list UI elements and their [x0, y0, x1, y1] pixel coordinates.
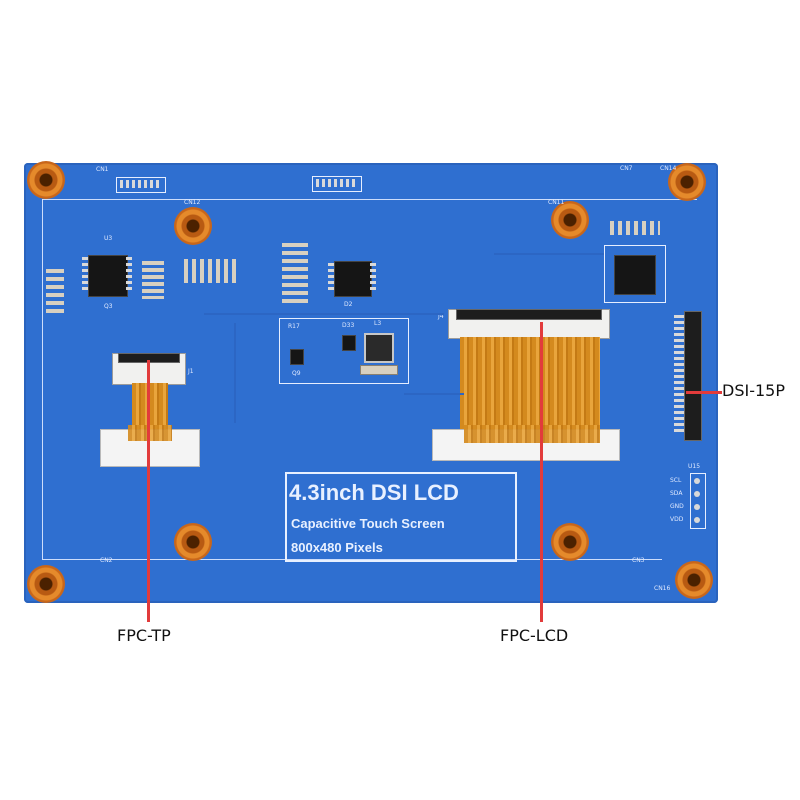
ic-right — [614, 255, 656, 295]
silk-r17: R17 — [288, 323, 300, 330]
silk-q3: Q3 — [104, 303, 113, 310]
fpc-lcd-cable — [460, 337, 600, 437]
standoff-top-right — [668, 163, 706, 201]
pin-label-vdd: VDD — [670, 516, 684, 523]
standoff-top-left — [27, 161, 65, 199]
callout-fpc-lcd: FPC-LCD — [500, 626, 569, 645]
silk-cn11: CN11 — [548, 199, 565, 206]
pin-label-scl: SCL — [670, 477, 682, 484]
u15-header-outline — [690, 473, 706, 529]
header-outline-1 — [116, 177, 166, 193]
header-pins-1 — [120, 180, 162, 188]
pcb-board: U3 Q3 D2 L3 D33 Q9 R17 J1 J4 U15 SCL SDA… — [24, 161, 718, 603]
callout-line-dsi — [686, 391, 722, 394]
callout-dsi-15p: DSI-15P — [722, 381, 785, 400]
standoff-inner-right — [551, 201, 589, 239]
u15-label: U15 — [688, 463, 701, 470]
header-pins-2 — [316, 179, 358, 187]
standoff-bottom-right — [675, 561, 713, 599]
u15-pin-4 — [694, 517, 700, 523]
silk-l3: L3 — [374, 320, 382, 327]
ic-u3-pins-right — [126, 257, 132, 293]
pin-label-gnd: GND — [670, 503, 684, 510]
board-outline-bottom — [42, 559, 662, 560]
board-resolution: 800x480 Pixels — [291, 540, 383, 555]
header-outline-2 — [312, 176, 362, 192]
board-outline-top — [42, 199, 697, 200]
board-title: 4.3inch DSI LCD — [289, 480, 459, 505]
dsi-15p-connector — [684, 311, 702, 441]
pin-label-sda: SDA — [670, 490, 683, 497]
u15-pin-1 — [694, 478, 700, 484]
fpc-tp-cable-end — [128, 425, 172, 441]
trace-2 — [234, 323, 236, 423]
silk-cn14: CN14 — [660, 165, 677, 172]
fpc-lcd-cable-end — [464, 425, 600, 443]
ic-q9 — [290, 349, 304, 365]
silk-cn7: CN7 — [620, 165, 633, 172]
ic-d2-pins-right — [370, 263, 376, 293]
ic-u3-pins-left — [82, 257, 88, 293]
trace-4 — [494, 253, 604, 255]
standoff-bottom-mid-right — [551, 523, 589, 561]
standoff-inner-left — [174, 207, 212, 245]
callout-line-tp — [147, 360, 150, 622]
board-subtitle: Capacitive Touch Screen — [291, 516, 445, 531]
u15-pin-3 — [694, 504, 700, 510]
silk-cn3: CN3 — [632, 557, 645, 564]
passive-block-4 — [282, 243, 308, 307]
fpc-tp-cable — [132, 383, 168, 429]
info-box: 4.3inch DSI LCD Capacitive Touch Screen … — [285, 472, 517, 562]
power-block-outline — [279, 318, 409, 384]
inductor-l3 — [364, 333, 394, 363]
standoff-bottom-left — [27, 565, 65, 603]
silk-cn16: CN16 — [654, 585, 671, 592]
silk-cn12: CN12 — [184, 199, 201, 206]
standoff-bottom-mid-left — [174, 523, 212, 561]
cap-row — [360, 365, 398, 375]
passive-block-2 — [184, 259, 240, 283]
ic-d2-pins-left — [328, 263, 334, 293]
dsi-15p-pins — [674, 315, 684, 435]
passive-block-5 — [610, 221, 660, 235]
ic-d2 — [334, 261, 372, 297]
silk-j1: J1 — [188, 368, 194, 375]
silk-q9: Q9 — [292, 370, 301, 377]
board-outline-left — [42, 199, 43, 559]
callout-fpc-tp: FPC-TP — [117, 626, 171, 645]
silk-u3: U3 — [104, 235, 113, 242]
trace-1 — [204, 313, 444, 315]
trace-3 — [404, 393, 464, 395]
silk-j4: J4 — [438, 313, 444, 320]
ic-right-outline — [604, 245, 666, 303]
u15-pin-2 — [694, 491, 700, 497]
silk-cn1: CN1 — [96, 166, 109, 173]
silk-d2: D2 — [344, 301, 353, 308]
ic-d33 — [342, 335, 356, 351]
passive-block-1 — [142, 261, 164, 299]
silk-d33: D33 — [342, 322, 355, 329]
silk-cn2: CN2 — [100, 557, 113, 564]
callout-line-lcd — [540, 322, 543, 622]
fpc-lcd-latch — [456, 309, 602, 320]
passive-block-3 — [46, 269, 64, 315]
ic-u3 — [88, 255, 128, 297]
